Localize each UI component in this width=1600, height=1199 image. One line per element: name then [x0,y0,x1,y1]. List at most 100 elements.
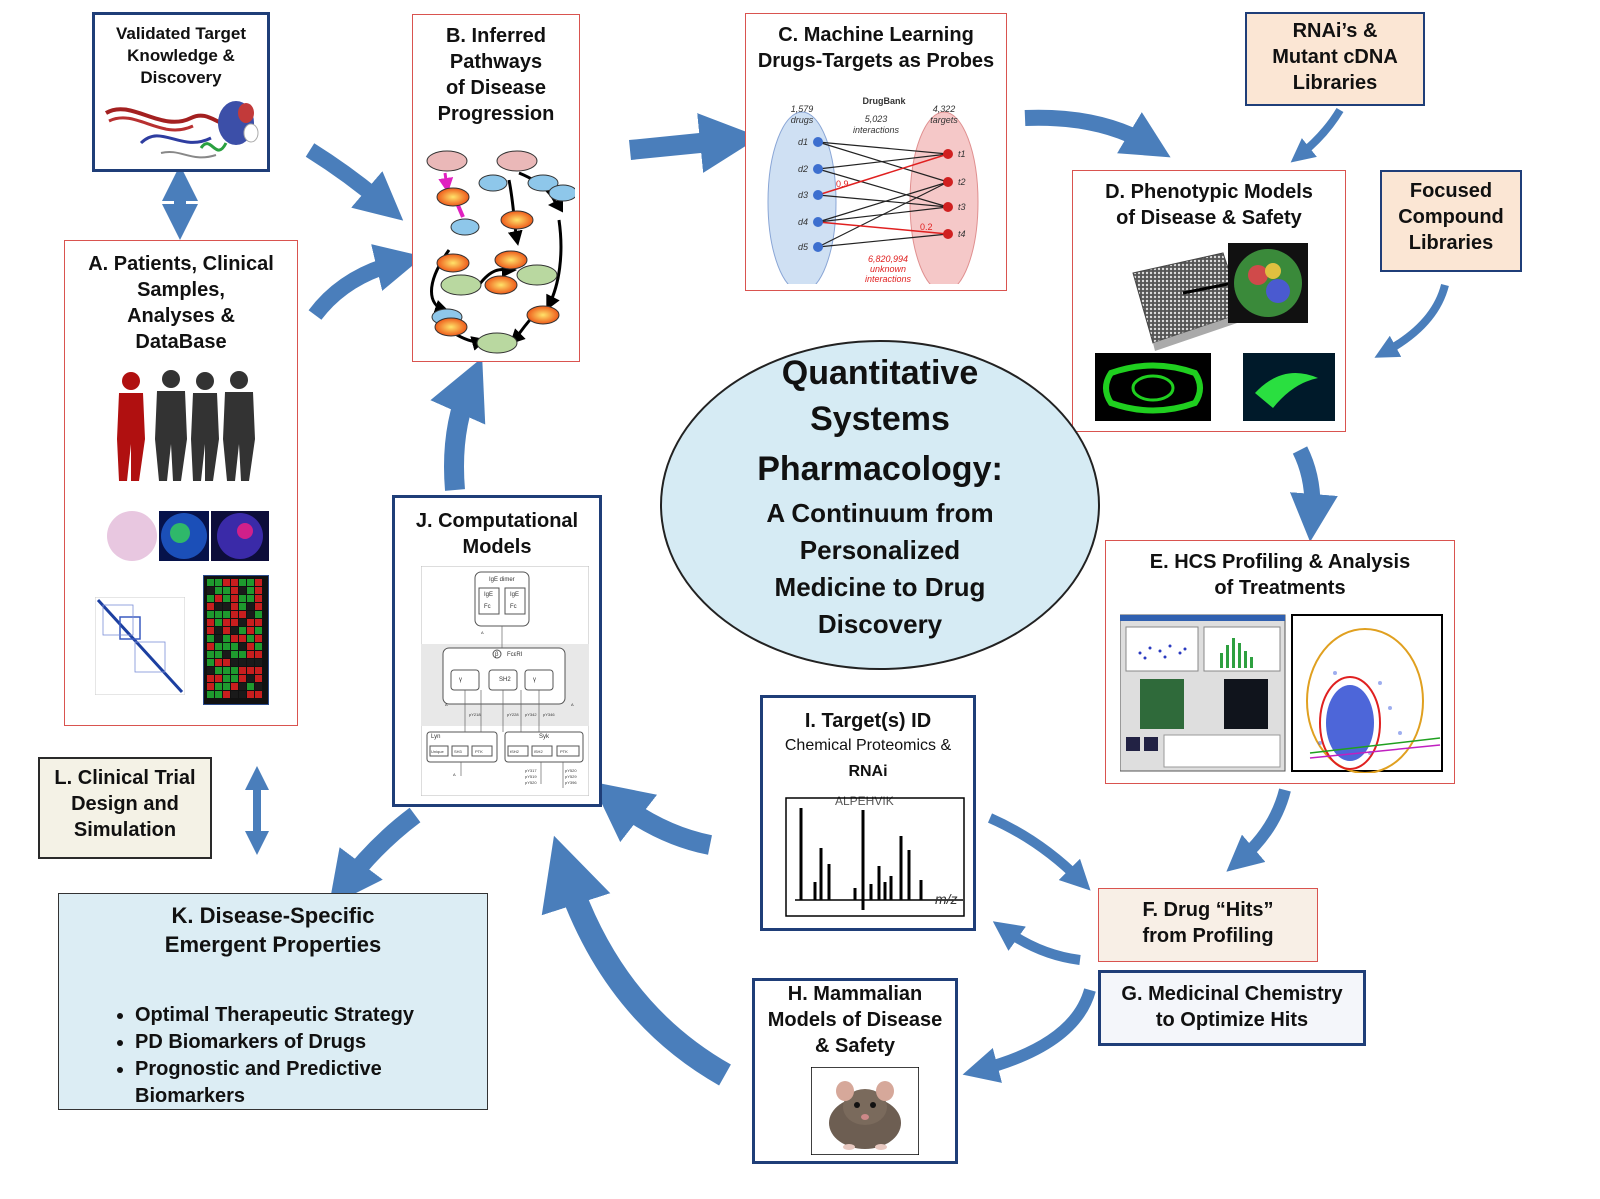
box-c-machine-learning: C. Machine Learning Drugs-Targets as Pro… [745,13,1007,291]
arrow-focused-to-d [1374,283,1449,358]
e-title: E. HCS Profiling & Analysis of Treatment… [1106,549,1454,601]
box-k-emergent-properties: K. Disease-Specific Emergent Properties … [58,893,488,1110]
box-i-target-id: I. Target(s) ID Chemical Proteomics & RN… [760,695,976,931]
drug-label: d2 [798,164,808,174]
title-line: B. Inferred [445,25,547,47]
title-line: A. Patients, Clinical [88,253,274,275]
box-h-mammalian-models: H. Mammalian Models of Disease & Safety [752,978,958,1164]
i-subtitle: Chemical Proteomics & [784,737,952,754]
adjacency-matrix-image [95,597,185,695]
diag-label: pY342 [525,712,537,717]
drug-label: d5 [798,242,809,252]
box-b-pathways: B. Inferred Pathways of Disease Progress… [412,14,580,362]
diag-label: pY520 [525,780,537,785]
diag-label: lSH2 [534,749,543,754]
diag-label: pY529 [565,774,577,779]
title-line: of Treatments [1214,577,1346,599]
title-line: C. Machine Learning [778,24,974,46]
g-title: G. Medicinal Chemistry to Optimize Hits [1101,981,1363,1033]
box-focused-compound-libraries: Focused Compound Libraries [1380,170,1522,272]
h-title: H. Mammalian Models of Disease & Safety [755,981,955,1059]
target-label: t1 [958,149,966,159]
center-subtitle-line: Personalized [799,535,961,565]
center-subtitle-line: Medicine to Drug [774,572,986,602]
diag-label: FcεRI [507,652,523,658]
title-line: DataBase [135,331,227,353]
score-1: 0.9 [836,179,849,189]
patient-silhouettes-image [117,370,255,481]
diag-label: pY218 [469,712,481,717]
k-bullet-item: PD Biomarkers of Drugs [135,1029,487,1056]
diag-label: pY228 [507,712,519,717]
arrow-validated-to-b [305,143,404,221]
spectrum-axis-label: m/z [935,891,958,907]
target-label: t4 [958,229,966,239]
j-title: J. Computational Models [395,508,599,560]
validated-title: Validated Target Knowledge & Discovery [95,23,267,89]
center-title-line: Pharmacology: [757,450,1003,488]
targets-count: 4,322 [933,104,956,114]
unknown-label: unknown [870,264,906,274]
drug-label: d3 [798,190,808,200]
box-validated-target: Validated Target Knowledge & Discovery [92,12,270,172]
diag-label: A [453,772,456,777]
unknown-count: 6,820,994 [868,254,908,264]
title-line: & Safety [814,1035,896,1057]
diag-label: Unique [431,749,444,754]
diag-label: IgE dimer [489,577,515,583]
a-title: A. Patients, Clinical Samples, Analyses … [65,251,297,355]
title-line: E. HCS Profiling & Analysis [1149,551,1411,573]
drug-target-bipartite-graph: DrugBank 1,579 drugs 4,322 targets 5,023… [767,96,979,284]
title-line: Progression [437,103,555,125]
title-line: Focused [1409,180,1493,202]
diag-label: SH2 [499,677,511,683]
k-title: K. Disease-Specific Emergent Properties [59,902,487,959]
tissue-sample-images [107,511,269,561]
title-line: Models of Disease [767,1009,943,1031]
diag-label: PTK [475,749,483,754]
diag-label: γ [533,677,536,683]
title-line: Libraries [1408,232,1494,254]
title-line: of Disease & Safety [1116,207,1302,229]
title-line: D. Phenotypic Models [1105,181,1313,203]
title-line: G. Medicinal Chemistry [1121,983,1343,1005]
box-rnai-libraries: RNAi’s & Mutant cDNA Libraries [1245,12,1425,106]
title-line: Mutant cDNA [1272,46,1398,68]
arrow-i-to-j [591,781,713,855]
targets-label: targets [930,115,958,125]
box-l-clinical-trial: L. Clinical Trial Design and Simulation [38,757,212,859]
box-d-phenotypic-models: D. Phenotypic Models of Disease & Safety [1072,170,1346,432]
title-line: Validated Target [115,24,247,43]
graph-header: DrugBank [862,96,906,106]
heatmap-image [203,575,269,705]
center-title-line: Systems [810,400,950,438]
b-title: B. Inferred Pathways of Disease Progress… [413,23,579,127]
diag-label: tSH2 [510,749,520,754]
arrow-d-to-e [1289,446,1338,542]
diag-label: SH3 [454,749,463,754]
title-line: Samples, [137,279,225,301]
d-title: D. Phenotypic Models of Disease & Safety [1073,179,1345,231]
k-bullet-item: Prognostic and Predictive Biomarkers [135,1056,487,1110]
title-line: to Optimize Hits [1155,1009,1309,1031]
diag-label: A [481,630,484,635]
diag-label: IgE [484,592,493,598]
phenotypic-assay-images [1095,243,1335,421]
title-line: F. Drug “Hits” [1142,899,1274,921]
spectrum-header: ALPEHVIK [835,796,894,808]
diag-label: β [495,652,499,658]
arrow-j-to-k [328,807,421,907]
i-title: I. Target(s) ID [804,710,932,732]
hcs-screenshots-image [1120,614,1443,773]
diag-label: Lyn [431,734,440,740]
box-j-computational-models: J. Computational Models IgE dimer IgE Ig… [392,495,602,807]
title-line: K. Disease-Specific [171,903,375,928]
box-g-medicinal-chemistry: G. Medicinal Chemistry to Optimize Hits [1098,970,1366,1046]
diag-label: pY317 [525,768,537,773]
title-line: Simulation [73,819,177,841]
title-line: J. Computational [415,510,579,532]
drug-label: d4 [798,217,808,227]
arrow-b-to-c [629,113,760,173]
box-a-patients: A. Patients, Clinical Samples, Analyses … [64,240,298,726]
signaling-model-diagram: IgE dimer IgE IgE Fc Fc FcεRI β γ SH2 γ … [421,566,589,796]
